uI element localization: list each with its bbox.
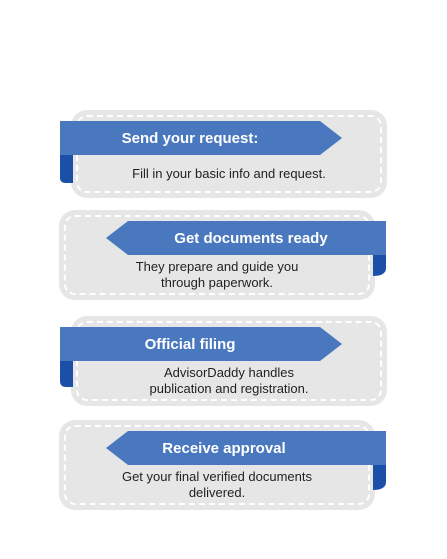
step-desc-4: Get your final verified documents delive… xyxy=(61,468,373,502)
step-desc-3-line-1: AdvisorDaddy handles xyxy=(163,365,295,380)
step-desc-1-line-1: Fill in your basic info and request. xyxy=(132,166,326,181)
step-desc-4-line-2: delivered. xyxy=(188,485,246,500)
step-title-4: Receive approval xyxy=(162,439,286,457)
step-desc-2: They prepare and guide you through paper… xyxy=(61,258,373,292)
step-desc-1: Fill in your basic info and request. xyxy=(73,158,385,190)
step-desc-2-line-2: through paperwork. xyxy=(160,275,273,290)
step-desc-2-line-1: They prepare and guide you xyxy=(135,259,299,274)
step-desc-4-line-1: Get your final verified documents xyxy=(121,469,313,484)
step-desc-3-line-2: publication and registration. xyxy=(149,381,309,396)
step-title-3: Official filing xyxy=(144,335,236,353)
step-title-1: Send your request: xyxy=(121,129,259,147)
step-title-2: Get documents ready xyxy=(174,229,328,247)
step-desc-3: AdvisorDaddy handles publication and reg… xyxy=(73,364,385,398)
